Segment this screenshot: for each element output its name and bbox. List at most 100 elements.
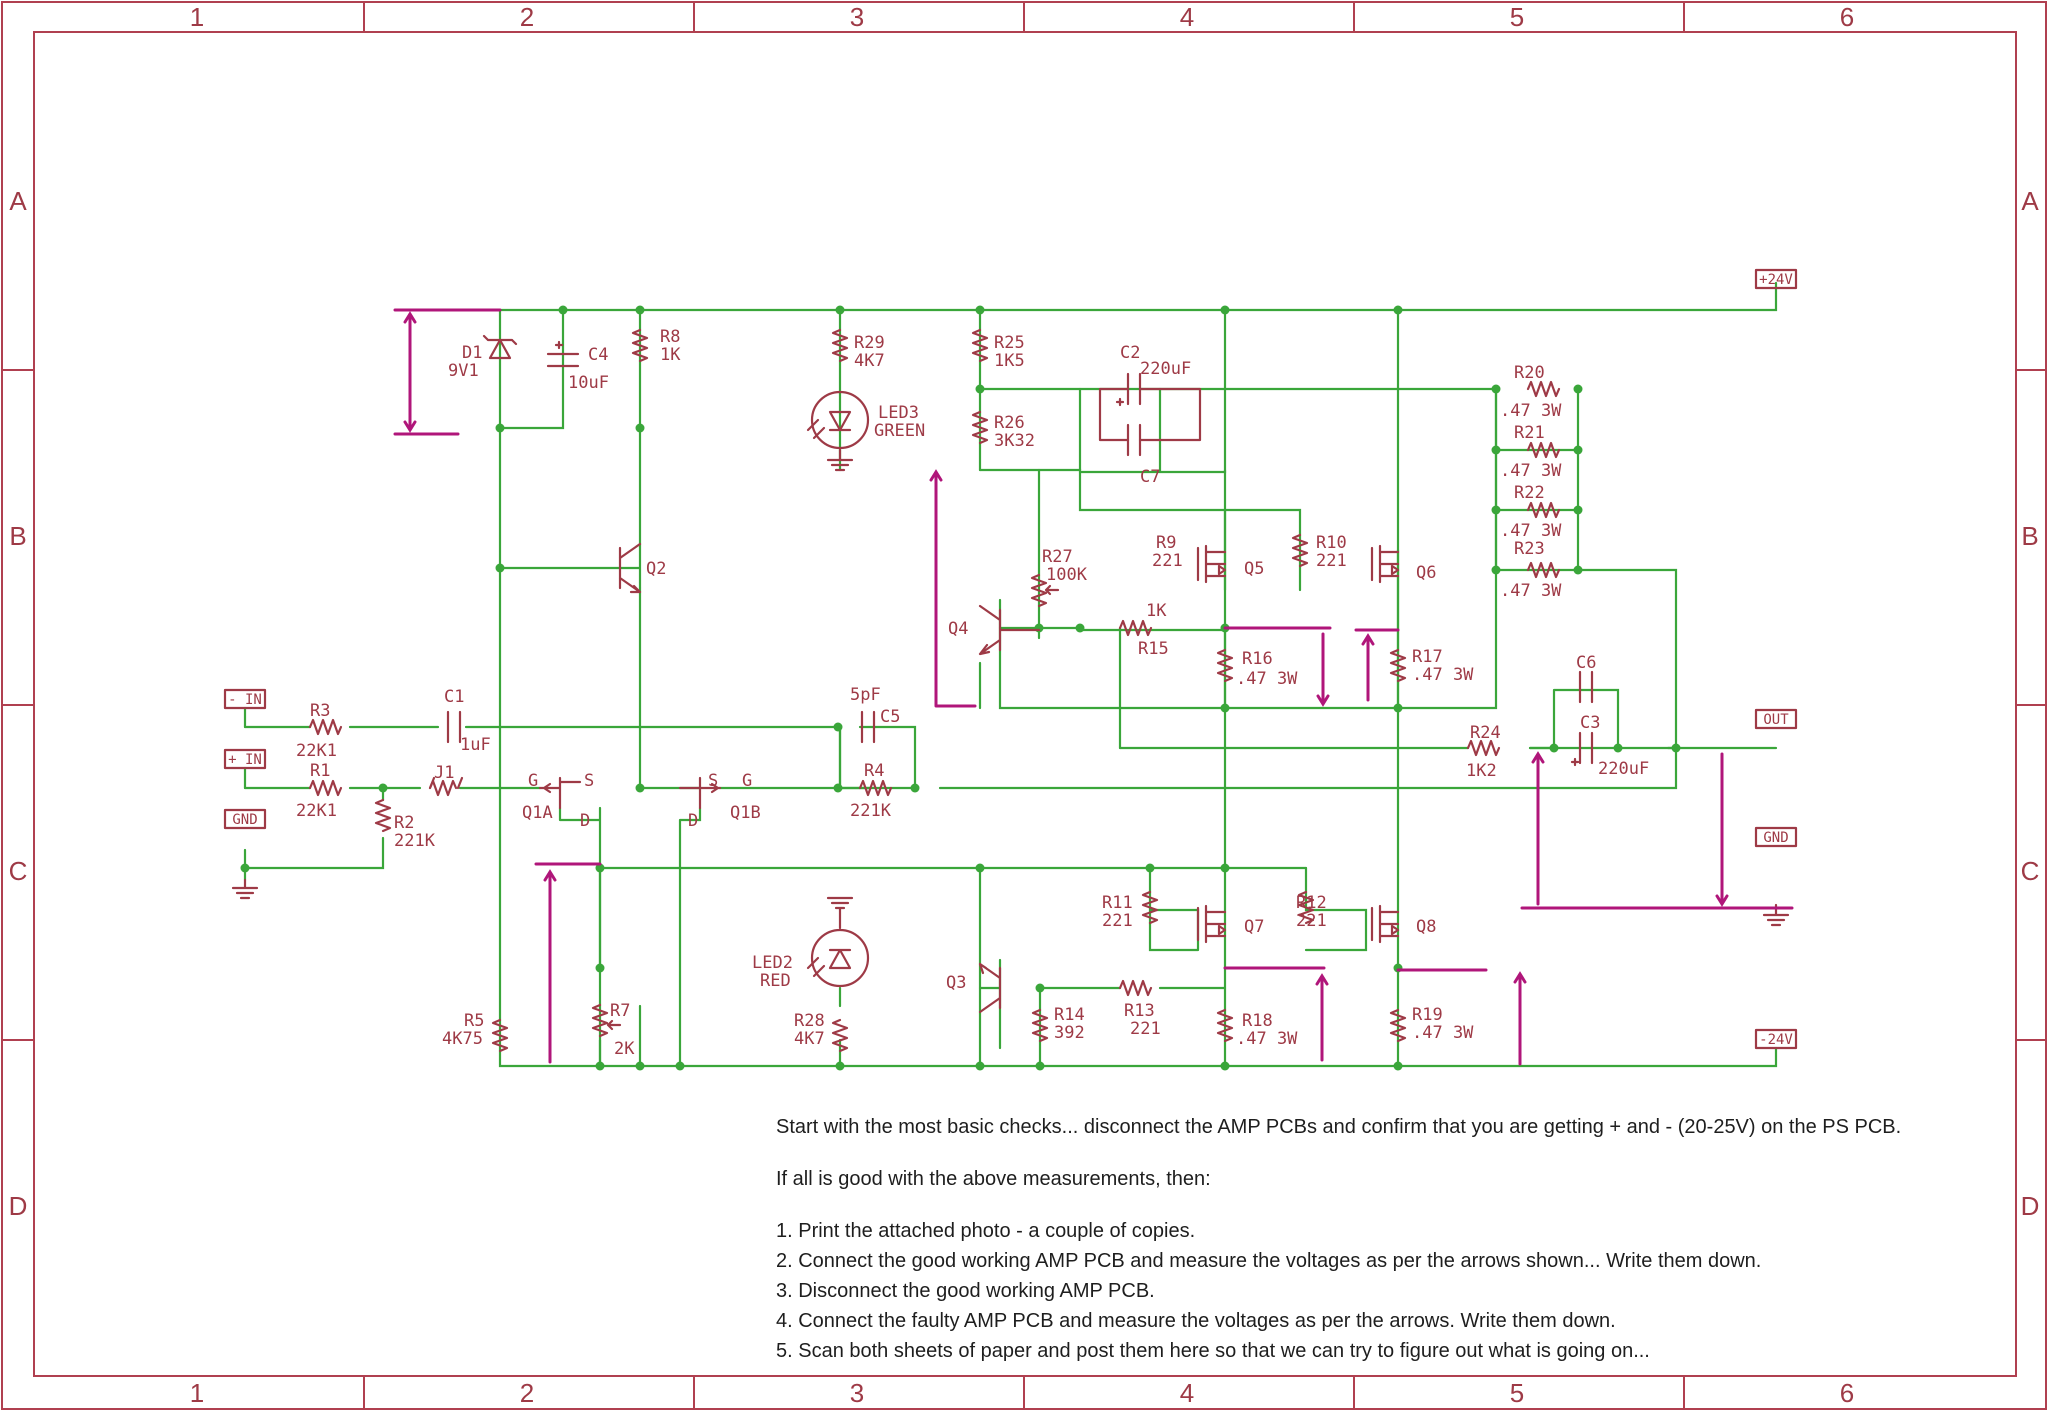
label-r11: 221 xyxy=(1102,911,1133,931)
junction-dot xyxy=(378,783,388,793)
label-q6: Q6 xyxy=(1416,563,1436,583)
label-r1: R1 xyxy=(310,761,330,781)
junction-dot xyxy=(1220,863,1230,873)
label-r19: .47 3W xyxy=(1412,1023,1474,1043)
junction-dot xyxy=(1035,1061,1045,1071)
notes-step: 2. Connect the good working AMP PCB and … xyxy=(776,1250,1762,1272)
label-r8: 1K xyxy=(660,345,681,365)
junction-dot xyxy=(1220,703,1230,713)
label-r27: R27 xyxy=(1042,547,1073,567)
label-r15: 1K xyxy=(1146,601,1167,621)
junction-dot xyxy=(1034,623,1044,633)
junction-dot xyxy=(675,1061,685,1071)
label-led3: GREEN xyxy=(874,421,925,441)
label-r22: .47 3W xyxy=(1500,521,1562,541)
junction-dot xyxy=(833,722,843,732)
label-r4: 221K xyxy=(850,801,892,821)
port-in-plus: + IN xyxy=(228,752,262,768)
label-q1b: G xyxy=(742,771,752,791)
zone-column-label: 1 xyxy=(190,1378,204,1408)
label-c3: 220uF xyxy=(1598,759,1649,779)
label-r27: 100K xyxy=(1046,565,1088,585)
label-r11: R11 xyxy=(1102,893,1133,913)
junction-dot xyxy=(1613,743,1623,753)
label-r9: 221 xyxy=(1152,551,1183,571)
label-r10: 221 xyxy=(1316,551,1347,571)
junction-dot xyxy=(975,1061,985,1071)
label-led3: LED3 xyxy=(878,403,919,423)
label-q3: Q3 xyxy=(946,973,966,993)
label-c1: 1uF xyxy=(460,735,491,755)
junction-dot xyxy=(595,1061,605,1071)
junction-dot xyxy=(1145,863,1155,873)
port-vplus: +24V xyxy=(1759,272,1793,288)
label-q1a: G xyxy=(528,771,538,791)
label-r2: 221K xyxy=(394,831,436,851)
label-j1: J1 xyxy=(434,763,454,783)
zone-column-label: 2 xyxy=(520,1378,534,1408)
zone-row-label: D xyxy=(9,1191,28,1221)
junction-dot xyxy=(975,305,985,315)
label-q1b: D xyxy=(688,811,698,831)
measurement-markers xyxy=(393,308,1794,1066)
label-r15: R15 xyxy=(1138,639,1169,659)
label-r29: 4K7 xyxy=(854,351,885,371)
notes-condition: If all is good with the above measuremen… xyxy=(776,1168,1211,1190)
port-out: OUT xyxy=(1763,712,1789,728)
port-gnd-right: GND xyxy=(1763,830,1788,846)
component-labels: D19V1C410uFR81KR294K7LED3GREENR251K5R263… xyxy=(296,327,1649,1059)
label-r16: R16 xyxy=(1242,649,1273,669)
label-r24: 1K2 xyxy=(1466,761,1497,781)
label-r1: 22K1 xyxy=(296,801,337,821)
label-c6: C6 xyxy=(1576,653,1596,673)
label-r13: 221 xyxy=(1130,1019,1161,1039)
zone-row-label: C xyxy=(2021,856,2040,886)
label-r3: 22K1 xyxy=(296,741,337,761)
port-gnd-left: GND xyxy=(232,812,257,828)
notes-step: 4. Connect the faulty AMP PCB and measur… xyxy=(776,1310,1616,1332)
label-r17: R17 xyxy=(1412,647,1443,667)
label-r14: R14 xyxy=(1054,1005,1085,1025)
junction-dot xyxy=(1671,743,1681,753)
label-r26: R26 xyxy=(994,413,1025,433)
label-r23: .47 3W xyxy=(1500,581,1562,601)
label-r21: R21 xyxy=(1514,423,1545,443)
junction-dot xyxy=(910,783,920,793)
label-r23: R23 xyxy=(1514,539,1545,559)
junction-dot xyxy=(1393,703,1403,713)
junction-dot xyxy=(1549,743,1559,753)
junction-dot xyxy=(975,384,985,394)
label-q5: Q5 xyxy=(1244,559,1264,579)
junction-dot xyxy=(1075,623,1085,633)
junction-dot xyxy=(595,963,605,973)
junction-dots xyxy=(240,305,1681,1071)
junction-dot xyxy=(1573,384,1583,394)
junction-dot xyxy=(635,783,645,793)
label-r3: R3 xyxy=(310,701,330,721)
junction-dot xyxy=(635,1061,645,1071)
notes-step: 5. Scan both sheets of paper and post th… xyxy=(776,1340,1650,1362)
port-vminus: -24V xyxy=(1759,1032,1793,1048)
notes-intro: Start with the most basic checks... disc… xyxy=(776,1116,1902,1138)
junction-dot xyxy=(975,863,985,873)
zone-column-label: 4 xyxy=(1180,1378,1194,1408)
notes-steps: 1. Print the attached photo - a couple o… xyxy=(776,1216,2016,1366)
label-r5: R5 xyxy=(464,1011,484,1031)
label-r28: 4K7 xyxy=(794,1029,825,1049)
junction-dot xyxy=(595,863,605,873)
label-r13: R13 xyxy=(1124,1001,1155,1021)
label-r28: R28 xyxy=(794,1011,825,1031)
junction-dot xyxy=(835,305,845,315)
label-led2: RED xyxy=(760,971,791,991)
notes-step: 3. Disconnect the good working AMP PCB. xyxy=(776,1280,1155,1302)
junction-dot xyxy=(1491,505,1501,515)
junction-dot xyxy=(835,1061,845,1071)
label-r26: 3K32 xyxy=(994,431,1035,451)
label-c7: C7 xyxy=(1140,467,1160,487)
zone-row-label: D xyxy=(2021,1191,2040,1221)
label-r7: R7 xyxy=(610,1001,630,1021)
notes-step: 1. Print the attached photo - a couple o… xyxy=(776,1220,1196,1242)
zone-column-label: 3 xyxy=(850,2,864,32)
